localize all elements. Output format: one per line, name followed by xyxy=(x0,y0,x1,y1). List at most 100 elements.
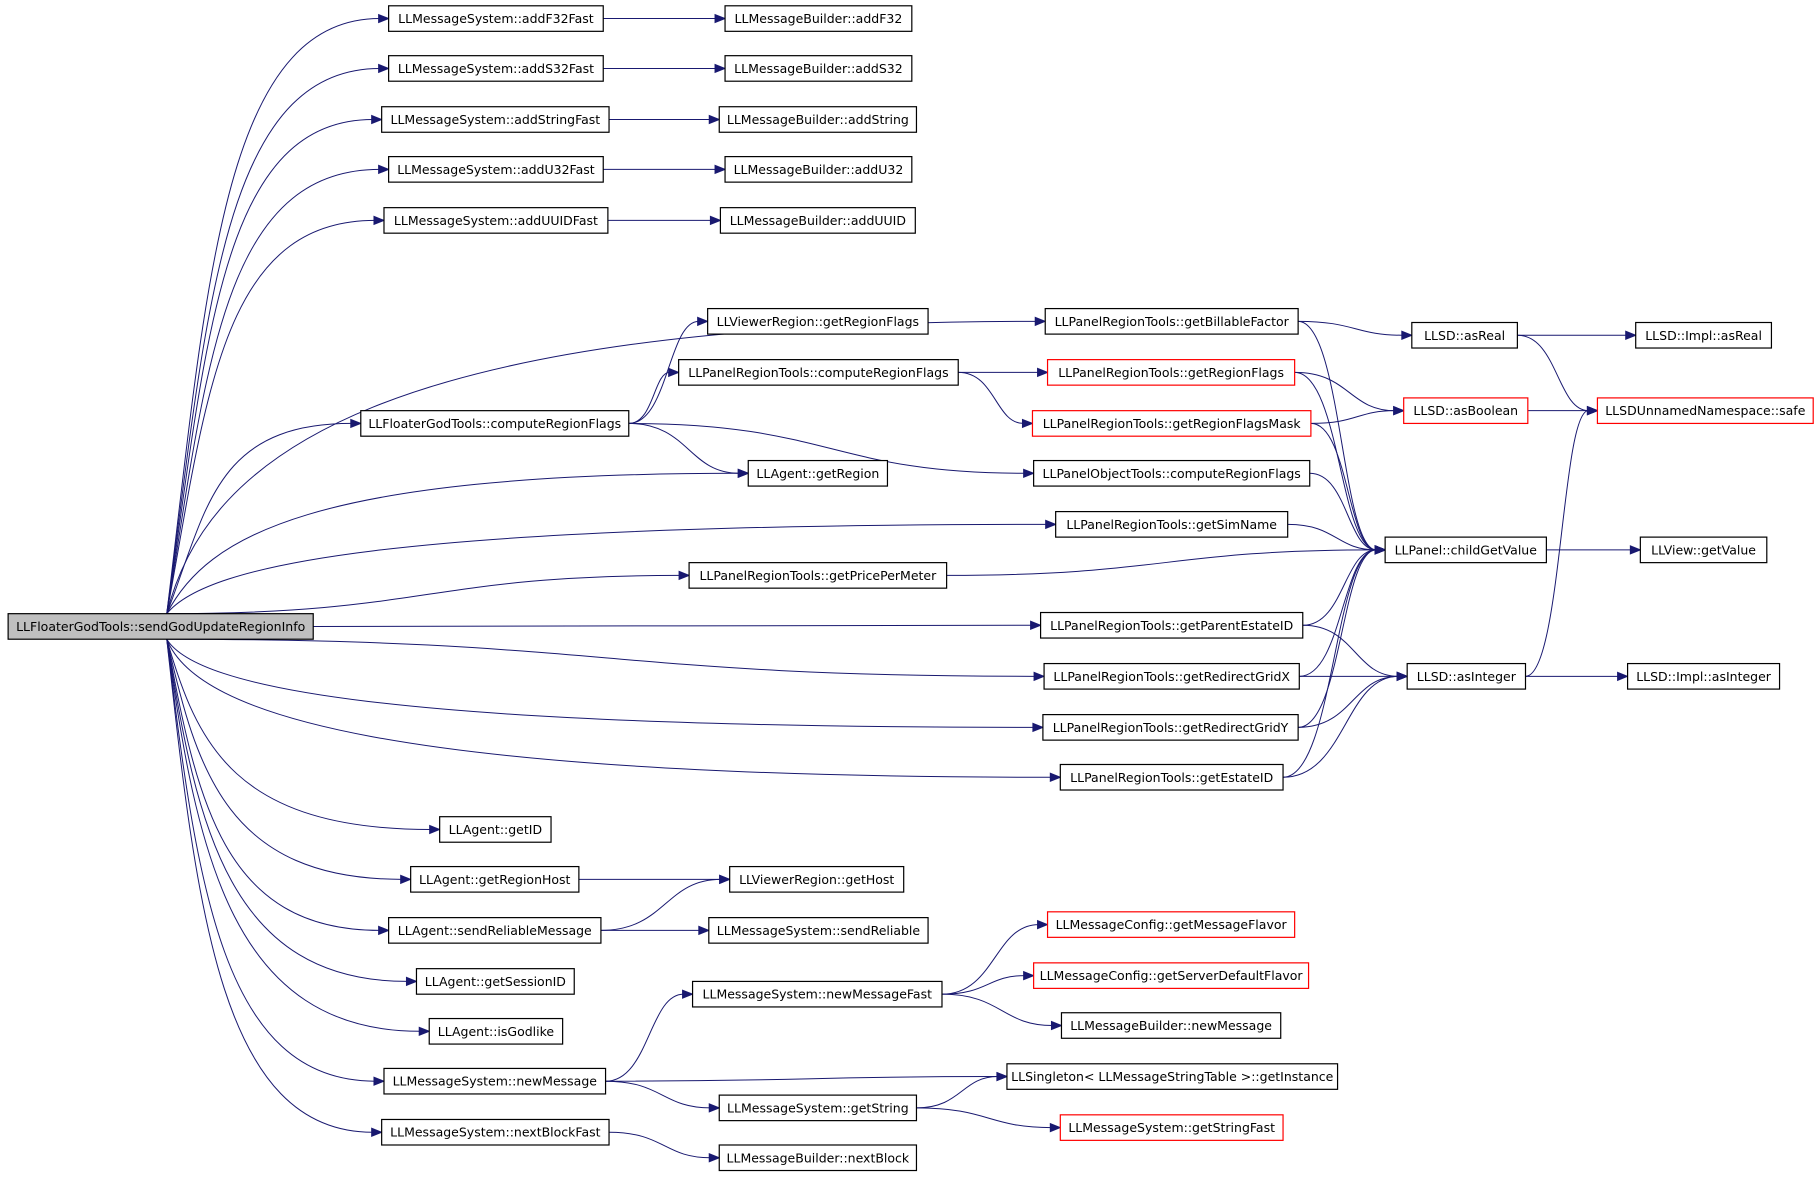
node-llsd_asReal[interactable]: LLSD::asReal xyxy=(1411,321,1518,349)
node-panel_childGetValue[interactable]: LLPanel::childGetValue xyxy=(1384,536,1547,564)
node-label: LLMessageBuilder::addString xyxy=(727,112,909,127)
node-prt_getRedirectGridX[interactable]: LLPanelRegionTools::getRedirectGridX xyxy=(1043,662,1300,690)
arrowhead-icon xyxy=(668,367,680,378)
node-mb_addU32[interactable]: LLMessageBuilder::addU32 xyxy=(724,156,913,183)
edge-root-to-ms_nextBlockFast xyxy=(166,639,384,1137)
node-prt_getSimName[interactable]: LLPanelRegionTools::getSimName xyxy=(1055,510,1289,538)
node-label: LLMessageBuilder::nextBlock xyxy=(727,1150,910,1165)
node-mb_addS32[interactable]: LLMessageBuilder::addS32 xyxy=(724,55,913,82)
node-box xyxy=(691,980,943,1008)
node-agent_getSessionID[interactable]: LLAgent::getSessionID xyxy=(415,968,575,995)
node-label: LLPanelRegionTools::getEstateID xyxy=(1070,770,1273,785)
edge-ms_addStringFast-to-mb_addString xyxy=(609,114,721,125)
node-singleton_getInstance[interactable]: LLSingleton< LLMessageStringTable >::get… xyxy=(1006,1063,1339,1090)
node-ms_addStringFast[interactable]: LLMessageSystem::addStringFast xyxy=(381,106,610,133)
edge-line xyxy=(166,574,681,615)
edge-line xyxy=(1283,675,1399,778)
arrowhead-icon xyxy=(698,925,711,936)
node-agent_getID[interactable]: LLAgent::getID xyxy=(439,816,552,843)
node-box xyxy=(1046,911,1296,938)
node-label: LLMessageSystem::newMessage xyxy=(393,1074,598,1089)
node-box xyxy=(1042,714,1299,741)
edge-line xyxy=(1525,410,1589,677)
node-mb_addString[interactable]: LLMessageBuilder::addString xyxy=(718,106,918,133)
node-ms_addS32Fast[interactable]: LLMessageSystem::addS32Fast xyxy=(388,55,604,82)
node-box xyxy=(388,55,604,82)
node-prt_getRedirectGridY[interactable]: LLPanelRegionTools::getRedirectGridY xyxy=(1042,714,1299,741)
arrowhead-icon xyxy=(1023,970,1035,981)
arrowhead-icon xyxy=(350,418,363,429)
edge-line xyxy=(166,523,1047,614)
node-label: LLMessageSystem::addStringFast xyxy=(391,112,601,127)
node-prt_getRegionFlags[interactable]: LLPanelRegionTools::getRegionFlags xyxy=(1046,359,1296,386)
node-agent_isGodlike[interactable]: LLAgent::isGodlike xyxy=(428,1017,564,1045)
node-mb_addUUID[interactable]: LLMessageBuilder::addUUID xyxy=(719,207,916,234)
edge-line xyxy=(1294,371,1377,551)
node-box xyxy=(415,968,575,995)
edge-line xyxy=(628,371,670,424)
node-ms_getStringFast[interactable]: LLMessageSystem::getStringFast xyxy=(1059,1114,1284,1141)
edge-root-to-agent_getSessionID xyxy=(166,639,418,987)
node-mb_addF32[interactable]: LLMessageBuilder::addF32 xyxy=(724,5,913,32)
node-pot_computeRegionFlags[interactable]: LLPanelObjectTools::computeRegionFlags xyxy=(1033,459,1311,487)
node-unnamed_safe[interactable]: LLSDUnnamedNamespace::safe xyxy=(1596,397,1814,425)
node-vr_getHost[interactable]: LLViewerRegion::getHost xyxy=(729,865,905,893)
arrowhead-icon xyxy=(1033,671,1046,682)
node-ms_addF32Fast[interactable]: LLMessageSystem::addF32Fast xyxy=(388,5,604,32)
arrowhead-icon xyxy=(1037,919,1049,930)
node-prt_getRegionFlagsMask[interactable]: LLPanelRegionTools::getRegionFlagsMask xyxy=(1031,410,1312,437)
node-root[interactable]: LLFloaterGodTools::sendGodUpdateRegionIn… xyxy=(7,613,314,640)
edge-line xyxy=(166,639,402,880)
node-box xyxy=(439,816,552,843)
edge-line xyxy=(166,219,375,614)
node-agent_getRegion[interactable]: LLAgent::getRegion xyxy=(747,459,889,487)
edge-prt_getPricePerMeter-to-panel_childGetValue xyxy=(946,545,1387,576)
node-mc_getMessageFlavor[interactable]: LLMessageConfig::getMessageFlavor xyxy=(1046,911,1296,938)
node-prt_getParentEstateID[interactable]: LLPanelRegionTools::getParentEstateID xyxy=(1039,611,1304,639)
edge-line xyxy=(628,422,1025,474)
node-fgt_computeRegionFlags[interactable]: LLFloaterGodTools::computeRegionFlags xyxy=(360,410,630,437)
node-llsd_asBoolean[interactable]: LLSD::asBoolean xyxy=(1403,397,1529,425)
node-impl_asInteger[interactable]: LLSD::Impl::asInteger xyxy=(1626,662,1781,690)
node-ms_addUUIDFast[interactable]: LLMessageSystem::addUUIDFast xyxy=(383,207,609,234)
node-agent_sendReliableMessage[interactable]: LLAgent::sendReliableMessage xyxy=(388,917,602,944)
arrowhead-icon xyxy=(697,316,709,327)
edge-line xyxy=(1298,675,1399,728)
node-label: LLAgent::getRegion xyxy=(756,466,879,481)
arrowhead-icon xyxy=(400,874,413,885)
node-ms_newMessage[interactable]: LLMessageSystem::newMessage xyxy=(383,1067,607,1095)
node-mc_getServerDefaultFlavor[interactable]: LLMessageConfig::getServerDefaultFlavor xyxy=(1033,962,1310,989)
node-box xyxy=(1039,611,1304,639)
node-prt_getEstateID[interactable]: LLPanelRegionTools::getEstateID xyxy=(1059,763,1284,791)
edge-line xyxy=(941,993,1053,1027)
arrowhead-icon xyxy=(714,164,727,175)
edge-fgt_computeRegionFlags-to-prt_computeRegionFlags xyxy=(628,367,680,424)
node-prt_getPricePerMeter[interactable]: LLPanelRegionTools::getPricePerMeter xyxy=(688,562,948,589)
node-ms_addU32Fast[interactable]: LLMessageSystem::addU32Fast xyxy=(388,156,604,183)
node-vr_getRegionFlags[interactable]: LLViewerRegion::getRegionFlags xyxy=(707,307,929,335)
arrowhead-icon xyxy=(378,13,390,24)
node-ms_newMessageFast[interactable]: LLMessageSystem::newMessageFast xyxy=(691,980,943,1008)
node-box xyxy=(1596,397,1814,425)
node-box xyxy=(1031,410,1312,437)
node-impl_asReal[interactable]: LLSD::Impl::asReal xyxy=(1635,321,1773,349)
node-agent_getRegionHost[interactable]: LLAgent::getRegionHost xyxy=(410,865,580,893)
node-ms_sendReliable[interactable]: LLMessageSystem::sendReliable xyxy=(708,917,929,944)
arrowhead-icon xyxy=(1629,545,1642,555)
edge-root-to-prt_getEstateID xyxy=(166,639,1062,782)
node-mb_nextBlock[interactable]: LLMessageBuilder::nextBlock xyxy=(718,1144,918,1172)
edge-ms_nextBlockFast-to-mb_nextBlock xyxy=(609,1131,721,1163)
edge-line xyxy=(628,422,740,474)
node-mb_newMessage[interactable]: LLMessageBuilder::newMessage xyxy=(1060,1012,1282,1039)
node-prt_getBillableFactor[interactable]: LLPanelRegionTools::getBillableFactor xyxy=(1044,307,1299,335)
node-ms_nextBlockFast[interactable]: LLMessageSystem::nextBlockFast xyxy=(381,1118,610,1146)
node-label: LLMessageSystem::newMessageFast xyxy=(703,987,933,1002)
node-llsd_asInteger[interactable]: LLSD::asInteger xyxy=(1406,662,1527,690)
node-ms_getString[interactable]: LLMessageSystem::getString xyxy=(718,1094,918,1122)
node-prt_computeRegionFlags[interactable]: LLPanelRegionTools::computeRegionFlags xyxy=(678,359,959,386)
edge-line xyxy=(600,878,721,931)
node-label: LLMessageSystem::addU32Fast xyxy=(397,162,595,177)
edge-panel_childGetValue-to-view_getValue xyxy=(1546,545,1642,555)
node-view_getValue[interactable]: LLView::getValue xyxy=(1639,536,1768,564)
node-label: LLPanelRegionTools::getParentEstateID xyxy=(1050,618,1293,633)
